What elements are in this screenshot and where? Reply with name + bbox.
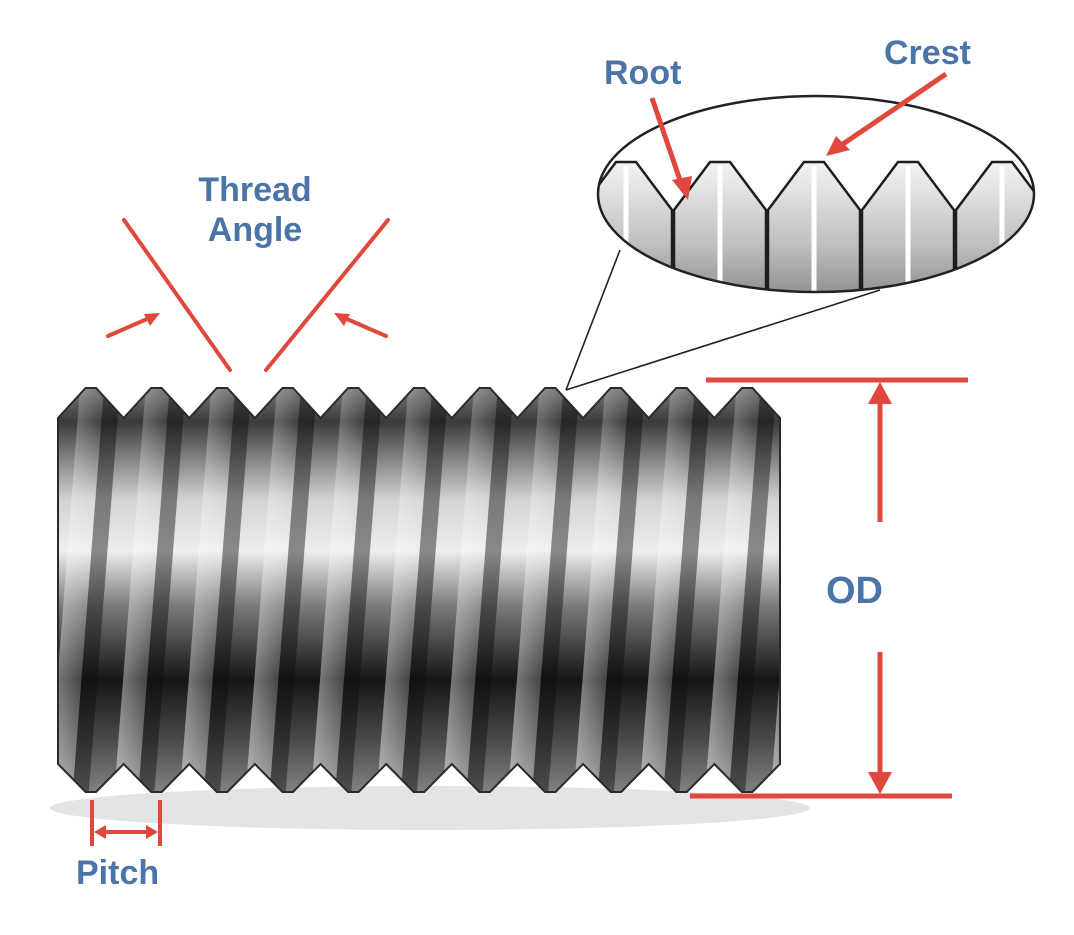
thread-flank-highlight [310,388,368,792]
thread-flank-highlight [0,378,39,802]
root-arrow-icon [649,97,692,200]
thread-angle-label: Thread Angle [140,170,370,250]
thread-flank-highlight [376,388,433,792]
thread-groove-shadow [662,388,712,792]
magnified-tooth [1050,162,1074,300]
thread-flank-highlight [441,388,499,792]
thread-groove-shadow [72,388,121,792]
od-arrow-icon [690,377,968,799]
thread-flank-highlight [507,388,565,792]
pitch-arrow-icon [90,800,162,846]
thread-flank-highlight [638,388,696,792]
thread-angle-label-line2: Angle [207,211,303,249]
thread-angle-arrow-icon [106,218,390,372]
thread-groove-shadow [6,378,55,802]
crest-arrow-icon [826,71,948,156]
thread-flank-highlight [179,388,237,792]
thread-angle-arrowheads [144,313,350,326]
magnifier-line [565,249,621,391]
thread-groove-shadow [400,388,449,792]
thread-groove-shadow [728,388,778,792]
helix-threads [0,378,780,802]
thread-flank-highlight [58,388,105,792]
thread-flank-highlight [573,388,630,792]
thread-groove-shadow [334,388,384,792]
thread-groove-shadow [597,388,646,792]
thread-flank-highlight [704,388,762,792]
bolt-shadow [50,786,810,830]
crest-label: Crest [884,34,971,72]
thread-angle-label-line1: Thread [198,171,312,209]
thread-groove-shadow [268,388,318,792]
magnifier-line [565,289,881,391]
thread-flank-highlight [113,388,171,792]
thread-groove-shadow [465,388,515,792]
root-label: Root [604,54,682,92]
thread-profile [57,387,781,793]
threaded-rod [0,378,780,802]
od-label: OD [826,570,883,612]
thread-groove-shadow [531,388,581,792]
thread-groove-shadow [203,388,253,792]
pitch-label: Pitch [76,854,160,892]
thread-magnifier [596,94,1074,300]
thread-flank-highlight [244,388,302,792]
thread-groove-shadow [137,388,187,792]
